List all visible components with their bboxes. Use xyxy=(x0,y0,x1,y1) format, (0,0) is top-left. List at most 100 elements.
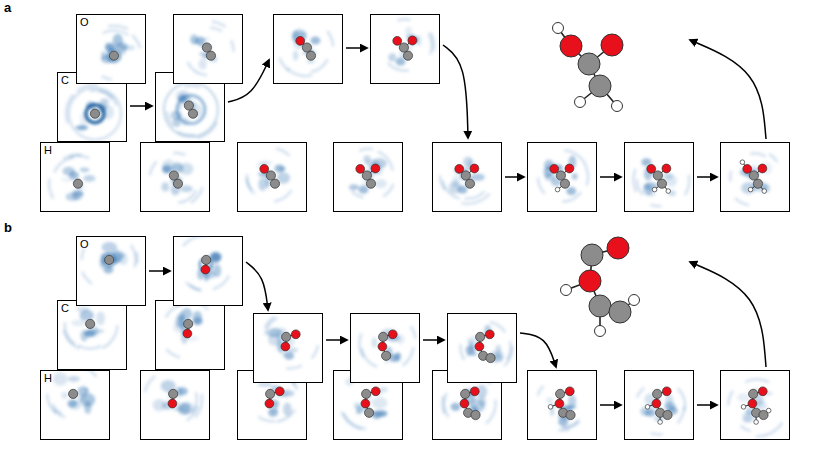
generation-frame xyxy=(625,143,694,212)
heatmap-clip xyxy=(637,388,685,435)
heat-arc xyxy=(486,400,496,424)
heatmap-clip xyxy=(247,149,292,202)
atom xyxy=(581,244,603,266)
heat-arc xyxy=(276,149,290,156)
frame-border xyxy=(174,237,243,306)
molecule xyxy=(69,389,78,398)
atom xyxy=(475,342,484,351)
heat-arc xyxy=(192,392,197,413)
atom xyxy=(378,342,387,351)
atom xyxy=(465,179,474,188)
heat-blob xyxy=(119,253,127,265)
heat-arc xyxy=(310,59,327,72)
heat-blob xyxy=(372,397,388,409)
atom xyxy=(758,387,767,396)
heat-arc xyxy=(279,58,289,71)
atom xyxy=(749,389,758,398)
heat-blob xyxy=(396,58,406,66)
molecule xyxy=(168,389,178,408)
heat-blob xyxy=(83,175,95,182)
frame-border xyxy=(238,143,307,212)
atom xyxy=(169,389,178,398)
generation-frame xyxy=(528,371,597,440)
molecule xyxy=(109,51,118,60)
atom-type-label: H xyxy=(44,372,106,385)
frame-border xyxy=(156,301,225,370)
atom xyxy=(356,164,365,173)
heat-arc xyxy=(769,154,777,162)
molecule xyxy=(460,387,480,420)
molecule xyxy=(361,387,380,417)
heat-blob xyxy=(665,175,676,187)
atom xyxy=(366,179,375,188)
heat-ring xyxy=(177,96,205,124)
heat-blob xyxy=(53,372,68,386)
step-arrow xyxy=(346,47,367,49)
heat-arc xyxy=(633,169,636,192)
heat-blob xyxy=(665,395,673,409)
heatmap-clip xyxy=(49,155,95,201)
frame-content xyxy=(64,306,118,348)
heatmap-clip xyxy=(633,158,689,206)
step-arrow xyxy=(697,404,717,406)
heat-arc xyxy=(650,205,661,207)
heat-blob xyxy=(310,36,320,44)
heat-blob xyxy=(466,346,476,354)
atom-type-frame: O xyxy=(76,14,146,84)
atom xyxy=(566,410,575,419)
atom xyxy=(550,164,559,173)
heat-arc xyxy=(637,388,644,397)
atom xyxy=(460,399,469,408)
generation-frame xyxy=(433,143,502,212)
atom xyxy=(169,171,178,180)
probability-heatmap xyxy=(538,150,588,202)
step-arrow xyxy=(228,60,269,102)
step-arrow xyxy=(690,262,766,367)
atom xyxy=(555,399,564,408)
heat-blob xyxy=(195,37,205,45)
heat-arc xyxy=(343,413,366,429)
atom xyxy=(555,187,560,192)
molecule xyxy=(73,179,82,188)
molecule xyxy=(169,171,182,188)
heat-blob xyxy=(546,397,553,403)
atom xyxy=(282,332,291,341)
heat-blob xyxy=(198,58,206,69)
molecule xyxy=(550,164,574,192)
heat-blob xyxy=(101,51,106,59)
probability-heatmap xyxy=(188,22,234,75)
heatmap-clip xyxy=(188,22,234,75)
heat-arc xyxy=(231,40,234,52)
heat-blob xyxy=(297,32,307,36)
molecule xyxy=(202,43,215,60)
heatmap-clip xyxy=(538,386,580,430)
heat-arc xyxy=(258,416,275,421)
heatmap-clip xyxy=(150,153,203,203)
probability-heatmap xyxy=(49,155,95,201)
frame-border xyxy=(174,15,243,84)
heat-blob xyxy=(371,337,377,348)
probability-heatmap xyxy=(101,26,140,80)
molecule xyxy=(184,101,197,118)
heat-blob xyxy=(566,187,576,195)
atom xyxy=(183,329,192,338)
heat-arc xyxy=(403,347,414,365)
probability-heatmap xyxy=(388,19,434,70)
heat-arc xyxy=(637,179,643,195)
molecule xyxy=(645,387,672,424)
frame-border xyxy=(254,314,323,383)
heat-arc xyxy=(247,178,255,193)
panel-label: b xyxy=(4,220,12,236)
heat-arc xyxy=(538,386,544,395)
molecule xyxy=(455,164,479,188)
generation-frame xyxy=(174,15,243,84)
atom xyxy=(362,171,371,180)
frame-border xyxy=(721,143,790,212)
atom xyxy=(595,326,606,337)
heat-blob xyxy=(72,189,83,200)
atom xyxy=(653,171,662,180)
atom xyxy=(758,164,767,173)
heat-arc xyxy=(312,345,318,358)
atom xyxy=(645,405,650,410)
